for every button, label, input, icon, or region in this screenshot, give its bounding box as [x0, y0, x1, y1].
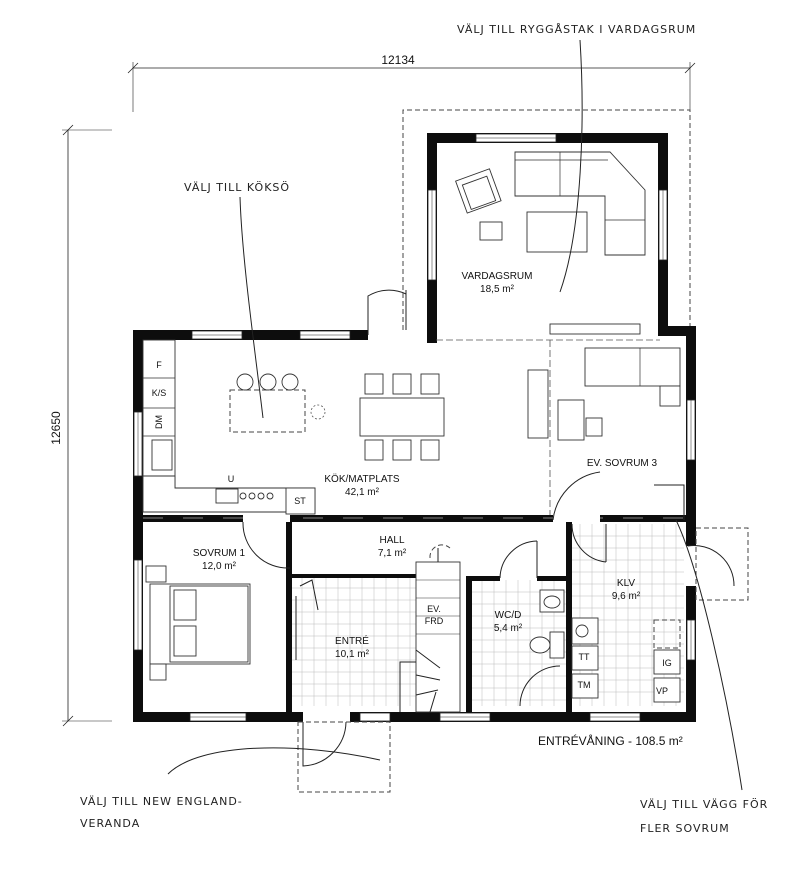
utility-appliances [571, 617, 681, 703]
extra-wall-outline [695, 527, 749, 601]
kitchen-furniture [142, 339, 549, 515]
dimension-width-label: 12134 [381, 53, 415, 67]
oven-label: U [228, 474, 235, 484]
annotation-wall-2: FLER SOVRUM [640, 822, 730, 835]
annotation-veranda-2: VERANDA [80, 817, 140, 830]
stove-label: ST [294, 496, 306, 506]
entry-area: 10,1 m² [335, 649, 370, 660]
annotation-ridge-roof: VÄLJ TILL RYGGÅSTAK I VARDAGSRUM [457, 23, 696, 36]
hall-area: 7,1 m² [378, 548, 407, 559]
freezer-label: K/S [152, 388, 167, 398]
wc-area: 5,4 m² [494, 623, 523, 634]
windows [133, 133, 696, 722]
doors [242, 289, 735, 767]
vp-label: VP [656, 686, 668, 696]
utility-name: KLV [617, 578, 635, 589]
floor-tiles [292, 524, 684, 706]
living-furniture [455, 151, 646, 335]
stairs [399, 544, 461, 713]
dimension-width: 12134 [127, 53, 696, 112]
dimension-height-label: 12650 [49, 411, 63, 445]
annotation-wall-1: VÄLJ TILL VÄGG FÖR [640, 798, 768, 811]
stairs-label-2: FRD [425, 616, 444, 626]
ig-label: IG [662, 658, 672, 668]
dimension-height: 12650 [49, 124, 112, 727]
bedroom3-furniture [557, 347, 681, 441]
dryer-label: TM [578, 680, 591, 690]
bedroom1-name: SOVRUM 1 [193, 548, 246, 559]
bedroom1-furniture [145, 565, 251, 681]
washer-label: TT [579, 652, 590, 662]
bedroom1-area: 12,0 m² [202, 561, 237, 572]
annotation-kitchen-island: VÄLJ TILL KÖKSÖ [184, 181, 290, 194]
dishwasher-label: DM [154, 415, 164, 429]
utility-area: 9,6 m² [612, 591, 641, 602]
fridge-label: F [156, 360, 162, 370]
kitchen-name: KÖK/MATPLATS [324, 473, 400, 485]
interior-walls [143, 339, 686, 712]
living-room-area: 18,5 m² [480, 284, 515, 295]
stairs-label-1: EV. [427, 604, 441, 614]
bedroom3-name: EV. SOVRUM 3 [587, 458, 658, 469]
wc-name: WC/D [495, 610, 522, 621]
kitchen-area: 42,1 m² [345, 487, 380, 498]
hall-name: HALL [379, 535, 404, 546]
annotation-leaders [167, 39, 743, 791]
ridge-roof-outline [402, 109, 691, 330]
annotation-veranda-1: VÄLJ TILL NEW ENGLAND- [80, 795, 243, 808]
veranda-outline [297, 721, 391, 793]
entry-name: ENTRÉ [335, 634, 369, 647]
floor-area-label: ENTRÉVÅNING - 108.5 m² [538, 733, 683, 748]
wc-fixtures [295, 579, 565, 660]
living-room-name: VARDAGSRUM [462, 271, 533, 282]
